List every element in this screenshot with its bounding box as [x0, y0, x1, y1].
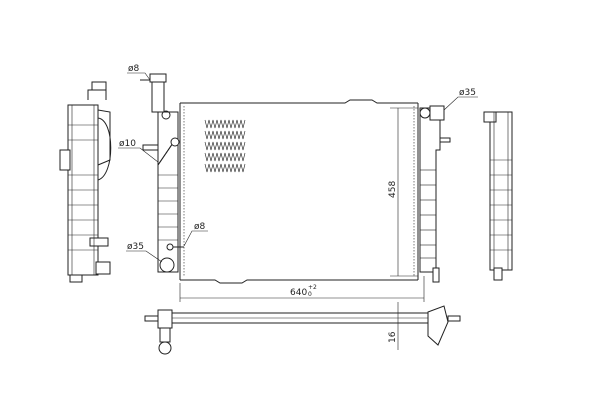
dimension-height-label: 458 [388, 181, 398, 198]
left-side-view [59, 81, 112, 283]
dimension-width-label: 640 [290, 288, 307, 298]
drain-diameter-label: ø8 [194, 222, 206, 232]
left-tank [140, 73, 184, 273]
filler-neck-diameter-label: ø8 [128, 64, 140, 74]
right-tank [419, 105, 451, 283]
dimension-width-tol-lower: 0 [308, 291, 312, 298]
dimension-height: 458 [388, 107, 418, 277]
bottom-view [144, 305, 461, 355]
dimension-width: 640 +2 0 [179, 276, 425, 302]
right-side-view [483, 111, 513, 281]
radiator-core [179, 99, 419, 284]
hose-diameter-label: ø10 [119, 139, 136, 149]
label-outlet-left: ø35 [126, 242, 163, 263]
core-fin-pattern [204, 119, 246, 173]
label-drain: ø8 [183, 222, 208, 247]
outlet-left-diameter-label: ø35 [127, 242, 144, 252]
dimension-thickness-label: 16 [388, 331, 398, 343]
dimension-width-tol-upper: +2 [308, 284, 317, 291]
label-inlet-right: ø35 [443, 88, 478, 111]
label-hose: ø10 [118, 139, 159, 163]
inlet-right-diameter-label: ø35 [459, 88, 476, 98]
label-filler-neck: ø8 [127, 64, 151, 81]
dimension-thickness: 16 [388, 302, 399, 350]
